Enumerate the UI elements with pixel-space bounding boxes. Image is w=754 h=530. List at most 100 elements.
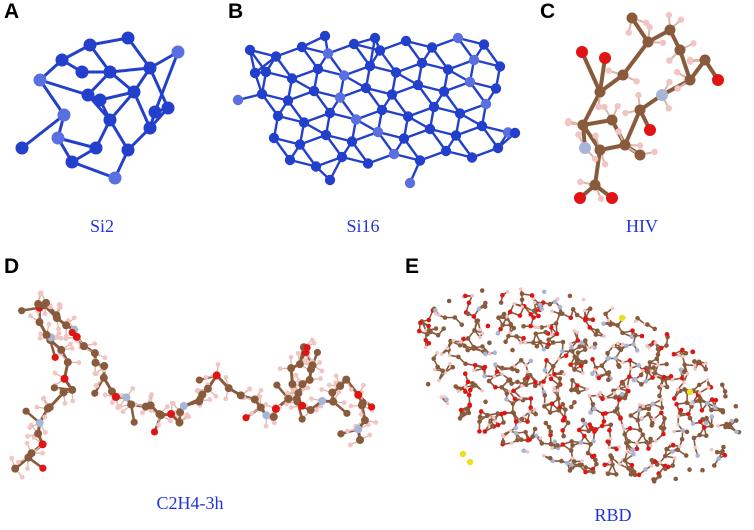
si-atom <box>428 101 440 113</box>
h-atom <box>448 362 452 366</box>
c-atom <box>615 323 620 328</box>
o-atom <box>466 392 472 398</box>
o-atom <box>709 397 715 402</box>
h-atom <box>46 321 52 327</box>
h-atom <box>651 148 658 156</box>
o-atom <box>494 369 500 374</box>
c-atom <box>298 380 307 389</box>
h-atom <box>203 375 209 380</box>
c-atom <box>684 74 696 86</box>
o-atom <box>560 442 566 447</box>
h-atom <box>622 109 629 117</box>
h-atom <box>525 450 530 454</box>
c-atom <box>440 368 446 374</box>
side-atom <box>313 348 322 357</box>
c-atom <box>63 358 72 367</box>
h-atom <box>277 366 283 371</box>
c-atom <box>675 447 681 453</box>
side-atom <box>50 384 58 392</box>
si-atom <box>494 61 506 72</box>
o-atom <box>599 423 605 429</box>
h-atom <box>19 474 25 480</box>
c-atom <box>360 416 369 425</box>
o-atom <box>544 358 549 363</box>
c-atom <box>720 448 725 454</box>
c-atom <box>655 346 661 352</box>
c-atom <box>250 395 259 404</box>
si-atom <box>454 108 466 119</box>
h-atom <box>361 382 366 388</box>
c-atom <box>510 401 516 406</box>
c-atom <box>175 418 184 427</box>
h-atom <box>148 408 154 414</box>
h-atom <box>591 155 599 163</box>
h-atom <box>640 416 644 420</box>
c-atom <box>583 465 589 470</box>
c-atom <box>79 342 88 351</box>
c-atom <box>127 400 136 409</box>
o-atom <box>60 374 69 383</box>
h-atom <box>69 345 75 351</box>
si-atom <box>348 38 360 50</box>
h-atom <box>505 290 510 294</box>
c-atom <box>294 389 303 398</box>
c-atom <box>560 339 566 345</box>
h-atom <box>660 384 664 388</box>
c-atom <box>532 426 538 432</box>
o-atom <box>587 422 592 427</box>
c-atom <box>670 463 675 468</box>
c-atom <box>664 384 670 390</box>
si-atom <box>232 94 244 106</box>
c-atom <box>548 441 554 447</box>
caption-c2h4-3h: C2H4-3h <box>156 493 224 513</box>
c-atom <box>657 393 662 399</box>
si-atom <box>284 154 296 166</box>
c-atom <box>657 473 662 479</box>
h-atom <box>595 393 600 398</box>
c-atom <box>472 327 477 333</box>
o-atom <box>533 380 538 385</box>
h-atom <box>314 407 319 413</box>
h-atom <box>207 397 213 402</box>
o-atom <box>671 351 677 357</box>
c-atom <box>638 372 644 378</box>
c-atom <box>700 467 705 473</box>
c-atom <box>500 439 506 445</box>
h-atom <box>94 383 99 389</box>
c-atom <box>519 291 525 297</box>
si-atom <box>260 66 272 78</box>
si-atom <box>362 158 374 169</box>
h-atom <box>586 345 591 350</box>
si-atom <box>468 54 480 66</box>
c-atom <box>608 422 614 428</box>
o-atom <box>583 469 588 475</box>
o-atom <box>531 315 536 320</box>
h-atom <box>676 387 680 392</box>
c-atom <box>646 406 652 412</box>
c-atom <box>515 437 520 443</box>
c-atom <box>567 468 573 473</box>
c-atom <box>457 342 463 348</box>
c-atom <box>572 354 578 360</box>
c-atom <box>545 344 550 350</box>
o-atom <box>650 375 655 380</box>
h-atom <box>615 128 622 135</box>
h-atom <box>520 383 524 388</box>
h-atom <box>348 403 354 409</box>
o-atom <box>634 446 640 452</box>
o-atom <box>576 427 582 433</box>
s-atom <box>618 314 626 322</box>
h-atom <box>92 341 98 347</box>
o-atom <box>552 371 557 377</box>
h-atom <box>156 422 161 428</box>
c-atom <box>622 458 628 463</box>
o-atom <box>596 375 602 381</box>
h-atom <box>347 442 353 448</box>
c-atom <box>482 304 488 309</box>
c-atom <box>605 350 610 356</box>
c-atom <box>546 424 552 430</box>
h-atom <box>445 346 450 351</box>
n-atom <box>690 421 696 426</box>
h-atom <box>423 345 428 349</box>
